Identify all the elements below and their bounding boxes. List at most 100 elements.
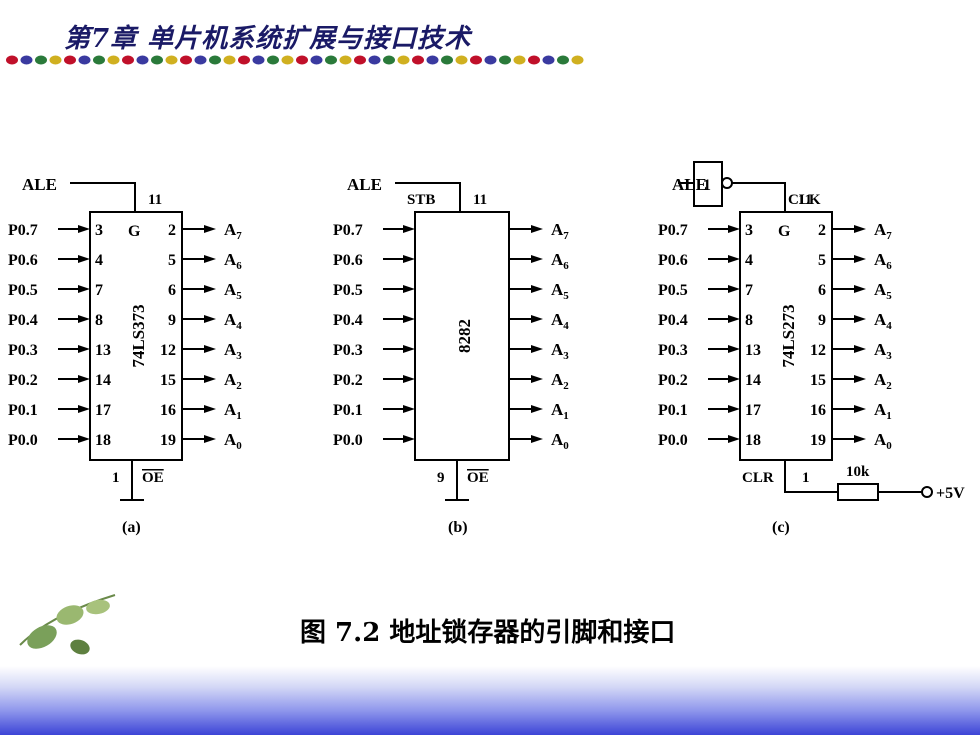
- bottom-gradient-bar: [0, 666, 980, 735]
- border-dot: [441, 55, 453, 65]
- border-dot: [78, 55, 91, 65]
- c-input-arrow-arrowhead: [728, 255, 740, 263]
- a-chip-name: 74LS373: [129, 304, 148, 367]
- c-output-pin: 6: [818, 282, 826, 299]
- b-input-label: P0.4: [333, 312, 363, 329]
- c-bottom-pin: 1: [802, 470, 810, 486]
- a-output-pin: 15: [160, 372, 176, 389]
- border-dot: [426, 55, 439, 65]
- b-output-arrow-arrowhead: [531, 375, 543, 383]
- c-input-pin: 8: [745, 312, 753, 329]
- border-dot: [325, 55, 337, 65]
- c-input-pin: 18: [745, 432, 761, 449]
- c-top-pin: 11: [798, 192, 812, 208]
- c-output-pin: 19: [810, 432, 826, 449]
- border-dot: [107, 55, 120, 65]
- border-dot: [310, 55, 323, 65]
- a-output-label: A3: [224, 340, 242, 362]
- border-dot: [528, 55, 540, 65]
- c-input-arrow-arrowhead: [728, 345, 740, 353]
- decorative-dot-border: [6, 55, 584, 65]
- c-input-pin: 4: [745, 252, 753, 269]
- b-output-arrow-arrowhead: [531, 405, 543, 413]
- a-output-arrow-arrowhead: [204, 345, 216, 353]
- b-output-label: A7: [551, 220, 569, 242]
- border-dot: [122, 55, 134, 65]
- c-output-arrow-arrowhead: [854, 345, 866, 353]
- b-input-label: P0.7: [333, 222, 363, 239]
- a-input-pin: 14: [95, 372, 111, 389]
- c-input-label: P0.2: [658, 372, 688, 389]
- a-output-label: A1: [224, 400, 242, 422]
- border-dot: [209, 55, 221, 65]
- c-output-pin: 12: [810, 342, 826, 359]
- a-input-arrow-arrowhead: [78, 435, 90, 443]
- b-input-arrow-arrowhead: [403, 315, 415, 323]
- a-input-pin: 18: [95, 432, 111, 449]
- border-dot: [6, 55, 18, 65]
- a-output-label: A0: [224, 430, 242, 452]
- c-input-pin: 14: [745, 372, 761, 389]
- c-output-label: A2: [874, 370, 892, 392]
- a-input-arrow-arrowhead: [78, 255, 90, 263]
- a-input-arrow-arrowhead: [78, 285, 90, 293]
- b-input-label: P0.0: [333, 432, 363, 449]
- b-input-label: P0.1: [333, 402, 363, 419]
- c-input-pin: 3: [745, 222, 753, 239]
- c-supply-terminal: [921, 486, 933, 498]
- a-output-pin: 19: [160, 432, 176, 449]
- border-dot: [238, 55, 250, 65]
- border-dot: [484, 55, 497, 65]
- slide-header: 第7章 单片机系统扩展与接口技术: [0, 0, 980, 70]
- a-input-label: P0.5: [8, 282, 38, 299]
- a-output-pin: 9: [168, 312, 176, 329]
- border-dot: [513, 55, 526, 65]
- b-top-input-wire: [395, 182, 461, 212]
- b-output-label: A3: [551, 340, 569, 362]
- a-input-pin: 3: [95, 222, 103, 239]
- a-input-pin: 13: [95, 342, 111, 359]
- b-chip-box: [414, 211, 510, 461]
- border-dot: [354, 55, 366, 65]
- a-top-input-label: ALE: [22, 175, 57, 194]
- c-inverter-bubble: [721, 177, 733, 189]
- chapter-title: 第7章 单片机系统扩展与接口技术: [64, 24, 472, 54]
- c-input-pin: 7: [745, 282, 753, 299]
- c-input-label: P0.6: [658, 252, 688, 269]
- b-bottom-pin: 9: [437, 470, 445, 486]
- figure-caption: 图 7.2 地址锁存器的引脚和接口: [300, 618, 676, 648]
- b-output-arrow-arrowhead: [531, 225, 543, 233]
- c-input-arrow-arrowhead: [728, 285, 740, 293]
- border-dot: [542, 55, 555, 65]
- a-output-arrow-arrowhead: [204, 225, 216, 233]
- c-gate-label: G: [778, 223, 791, 240]
- a-input-label: P0.2: [8, 372, 38, 389]
- c-output-label: A5: [874, 280, 892, 302]
- c-output-label: A7: [874, 220, 892, 242]
- a-input-arrow-arrowhead: [78, 375, 90, 383]
- b-output-label: A1: [551, 400, 569, 422]
- c-clk-wire: [732, 182, 786, 212]
- c-output-pin: 15: [810, 372, 826, 389]
- border-dot: [455, 55, 468, 65]
- border-dot: [223, 55, 236, 65]
- border-dot: [557, 55, 569, 65]
- c-output-label: A0: [874, 430, 892, 452]
- a-output-pin: 5: [168, 252, 176, 269]
- border-dot: [412, 55, 424, 65]
- c-input-label: P0.0: [658, 432, 688, 449]
- c-top-input-label: ALE: [672, 175, 707, 194]
- c-input-pin: 17: [745, 402, 761, 419]
- a-output-arrow-arrowhead: [204, 375, 216, 383]
- c-input-arrow-arrowhead: [728, 315, 740, 323]
- b-top-input-label: ALE: [347, 175, 382, 194]
- a-output-label: A7: [224, 220, 242, 242]
- b-input-arrow-arrowhead: [403, 285, 415, 293]
- a-output-arrow-arrowhead: [204, 315, 216, 323]
- b-input-label: P0.5: [333, 282, 363, 299]
- border-dot: [151, 55, 163, 65]
- c-output-arrow-arrowhead: [854, 285, 866, 293]
- b-oe-label: OE: [467, 470, 489, 486]
- c-input-pin: 13: [745, 342, 761, 359]
